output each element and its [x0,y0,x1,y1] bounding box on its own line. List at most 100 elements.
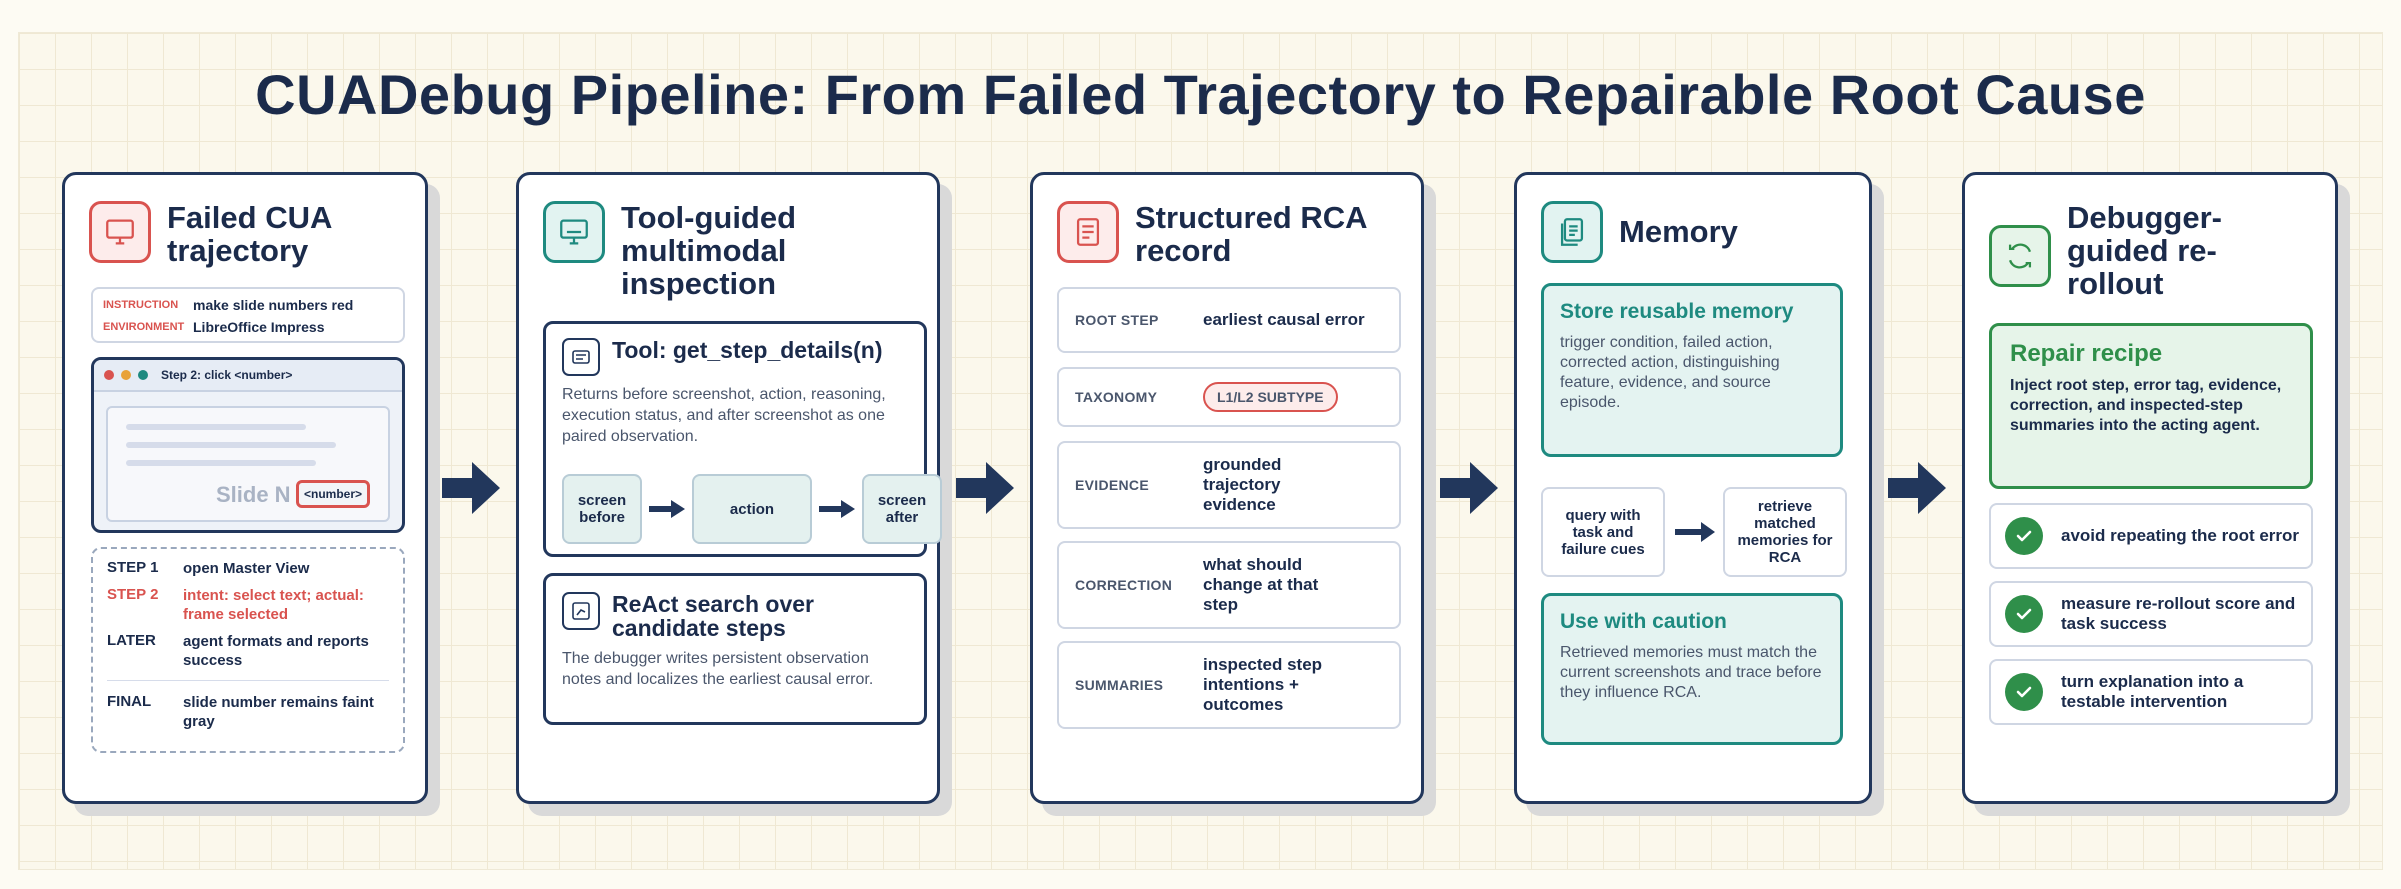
environment-key: ENVIRONMENT [103,321,185,333]
flow-arrow-icon [442,462,500,514]
trajectory-steps: STEP 1 open Master View STEP 2 intent: sel… [91,547,405,753]
step-key: LATER [107,632,156,649]
rca-key: EVIDENCE [1075,477,1149,493]
check-icon [2005,595,2043,633]
instruction-key: INSTRUCTION [103,299,179,311]
failed-trajectory-card: Failed CUA trajectory INSTRUCTION make sl… [62,172,428,804]
store-memory-title: Store reusable memory [1560,300,1794,323]
rca-row-root-step: ROOT STEP earliest causal error [1057,287,1401,353]
inspect-screen-icon [543,201,605,263]
check-text: avoid repeating the root error [2061,526,2300,545]
window-dot-red [104,370,114,380]
inspection-card: Tool-guided multimodal inspection Tool: … [516,172,942,804]
step-row: STEP 1 open Master View [107,559,389,578]
slide-number-text: Slide N [216,482,291,507]
tool-icon [562,338,600,376]
check-icon [2005,673,2043,711]
taxonomy-pill: L1/L2 SUBTYPE [1203,382,1338,412]
tool-title: Tool: get_step_details(n) [612,337,883,363]
window-titlebar: Step 2: click <number> [94,360,402,392]
step-value: agent formats and reports success [183,633,369,669]
retrieve-box: retrieve matched memories for RCA [1723,487,1847,577]
check-text: measure re-rollout score and task succes… [2061,594,2296,633]
slide-line [126,424,306,430]
card-title: Debugger-guided re-rollout [2067,200,2222,301]
step-value: slide number remains faint gray [183,694,374,730]
search-trend-icon [562,592,600,630]
arrow-right-icon [812,499,862,519]
react-title: ReAct search over candidate steps [612,591,814,641]
slide-preview: Slide N <number> [106,406,390,522]
observation-flow: screen before action screen after [562,474,942,544]
check-item: avoid repeating the root error [1989,503,2313,569]
instruction-box: INSTRUCTION make slide numbers red ENVIRO… [91,287,405,343]
store-memory-description: trigger condition, failed action, correc… [1560,334,1780,411]
memory-card: Memory Store reusable memory trigger con… [1514,172,1872,804]
rca-record-card: Structured RCA record ROOT STEP earliest… [1030,172,1424,804]
rca-key: ROOT STEP [1075,312,1159,328]
tool-description: Returns before screenshot, action, reaso… [562,386,886,445]
step-key: FINAL [107,693,152,710]
rca-value: inspected step intentions + outcomes [1203,655,1323,714]
check-item: turn explanation into a testable interve… [1989,659,2313,725]
rca-row-taxonomy: TAXONOMY L1/L2 SUBTYPE [1057,367,1401,427]
window-dot-teal [138,370,148,380]
check-icon [2005,517,2043,555]
step-value: open Master View [183,560,310,577]
flow-step-before: screen before [562,474,642,544]
slide-line [126,442,336,448]
flow-step-action: action [692,474,812,544]
divider [107,680,389,681]
step-value: intent: select text; actual: frame selec… [183,587,364,623]
rca-key: SUMMARIES [1075,677,1164,693]
card-title: Failed CUA trajectory [167,200,332,268]
rerollout-card: Debugger-guided re-rollout Repair recipe… [1962,172,2338,804]
recipe-title: Repair recipe [2010,340,2163,367]
rca-row-evidence: EVIDENCE grounded trajectory evidence [1057,441,1401,529]
slide-line [126,460,316,466]
store-memory-box: Store reusable memory trigger condition,… [1541,283,1843,457]
arrow-right-icon [1675,522,1715,542]
rca-row-correction: CORRECTION what should change at that st… [1057,541,1401,629]
check-item: measure re-rollout score and task succes… [1989,581,2313,647]
repair-recipe-box: Repair recipe Inject root step, error ta… [1989,323,2313,489]
flow-arrow-icon [956,462,1014,514]
recipe-description: Inject root step, error tag, evidence, c… [2010,377,2282,434]
tool-box: Tool: get_step_details(n) Returns before… [543,321,942,557]
document-icon [1057,201,1119,263]
environment-value: LibreOffice Impress [193,319,325,335]
card-title: Tool-guided multimodal inspection [621,200,797,301]
window-title: Step 2: click <number> [161,368,293,382]
step-window: Step 2: click <number> Slide N <number> [91,357,405,533]
rca-key: TAXONOMY [1075,389,1158,405]
rca-key: CORRECTION [1075,577,1173,593]
check-text: turn explanation into a testable interve… [2061,672,2244,711]
flow-arrow-icon [1888,462,1946,514]
page-title: CUADebug Pipeline: From Failed Trajector… [255,63,2146,126]
monitor-icon [89,201,151,263]
card-title: Memory [1619,214,1738,249]
step-key: STEP 2 [107,586,159,603]
memory-docs-icon [1541,201,1603,263]
caution-box: Use with caution Retrieved memories must… [1541,593,1843,745]
number-placeholder: <number> [296,480,370,508]
caution-title: Use with caution [1560,610,1727,633]
refresh-icon [1989,225,2051,287]
flow-step-after: screen after [862,474,942,544]
step-key: STEP 1 [107,559,159,576]
step-row: STEP 2 intent: select text; actual: frame… [107,586,389,624]
step-row: FINAL slide number remains faint gray [107,693,389,731]
step-row: LATER agent formats and reports success [107,632,389,670]
react-box: ReAct search over candidate steps The de… [543,573,927,725]
flow-arrow-icon [1440,462,1498,514]
rca-value: what should change at that step [1203,555,1319,614]
window-dot-yellow [121,370,131,380]
react-description: The debugger writes persistent observati… [562,650,874,688]
query-box: query with task and failure cues [1541,487,1665,577]
rca-value: grounded trajectory evidence [1203,455,1282,514]
instruction-value: make slide numbers red [193,297,354,313]
arrow-right-icon [642,499,692,519]
rca-row-summaries: SUMMARIES inspected step intentions + ou… [1057,641,1401,729]
caution-description: Retrieved memories must match the curren… [1560,644,1822,701]
rca-value: earliest causal error [1203,310,1365,329]
